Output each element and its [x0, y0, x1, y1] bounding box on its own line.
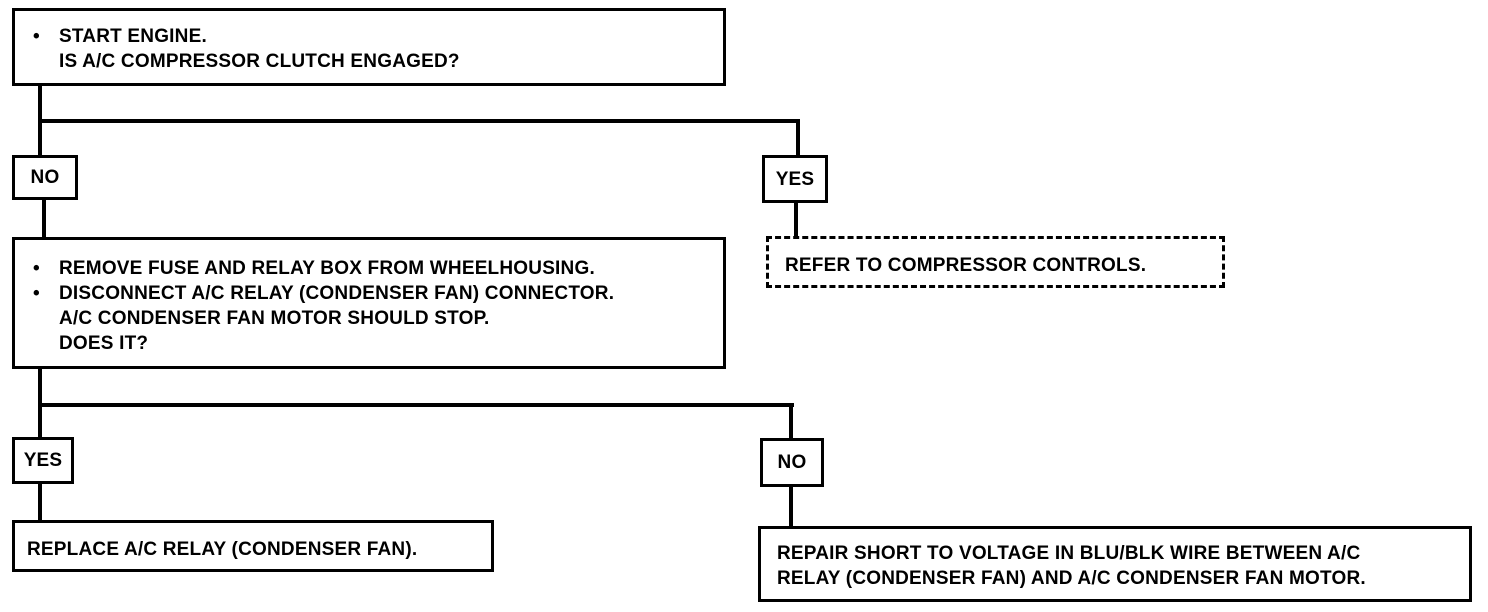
connector-branch2-horizontal: [38, 403, 794, 407]
connector-no-to-repair: [789, 485, 793, 529]
connector-branch2-no-down: [789, 403, 793, 439]
repair-short-text-line1: REPAIR SHORT TO VOLTAGE IN BLU/BLK WIRE …: [777, 543, 1361, 564]
connector-branch1-yes-down: [796, 119, 800, 155]
relay-check-box: • REMOVE FUSE AND RELAY BOX FROM WHEELHO…: [12, 237, 726, 369]
refer-compressor-controls-text: REFER TO COMPRESSOR CONTROLS.: [785, 255, 1147, 276]
branch1-no-label: NO: [12, 155, 78, 200]
repair-short-text-line2: RELAY (CONDENSER FAN) AND A/C CONDENSER …: [777, 568, 1366, 589]
disconnect-relay-text: DISCONNECT A/C RELAY (CONDENSER FAN) CON…: [59, 283, 615, 304]
branch2-yes-label: YES: [12, 437, 74, 484]
connector-branch1-horizontal: [38, 119, 800, 123]
fan-motor-should-stop-text: A/C CONDENSER FAN MOTOR SHOULD STOP.: [59, 308, 490, 329]
bullet-marker: •: [33, 283, 40, 304]
bullet-marker: •: [33, 258, 40, 279]
connector-no-to-step2: [42, 198, 46, 238]
bullet-marker: •: [33, 26, 40, 47]
does-it-question: DOES IT?: [59, 333, 149, 354]
connector-yes-to-replace: [38, 482, 42, 522]
replace-relay-box: REPLACE A/C RELAY (CONDENSER FAN).: [12, 520, 494, 572]
remove-fuse-relay-box-text: REMOVE FUSE AND RELAY BOX FROM WHEELHOUS…: [59, 258, 595, 279]
repair-short-box: REPAIR SHORT TO VOLTAGE IN BLU/BLK WIRE …: [758, 526, 1472, 602]
branch2-no-label: NO: [760, 438, 824, 487]
start-engine-box: • START ENGINE. IS A/C COMPRESSOR CLUTCH…: [12, 8, 726, 86]
start-engine-text: START ENGINE.: [59, 26, 207, 47]
compressor-clutch-question: IS A/C COMPRESSOR CLUTCH ENGAGED?: [59, 51, 460, 72]
branch1-yes-label: YES: [762, 155, 828, 203]
replace-relay-text: REPLACE A/C RELAY (CONDENSER FAN).: [27, 539, 418, 560]
connector-yes-to-refer: [794, 202, 798, 238]
refer-compressor-controls-box: REFER TO COMPRESSOR CONTROLS.: [766, 236, 1225, 288]
